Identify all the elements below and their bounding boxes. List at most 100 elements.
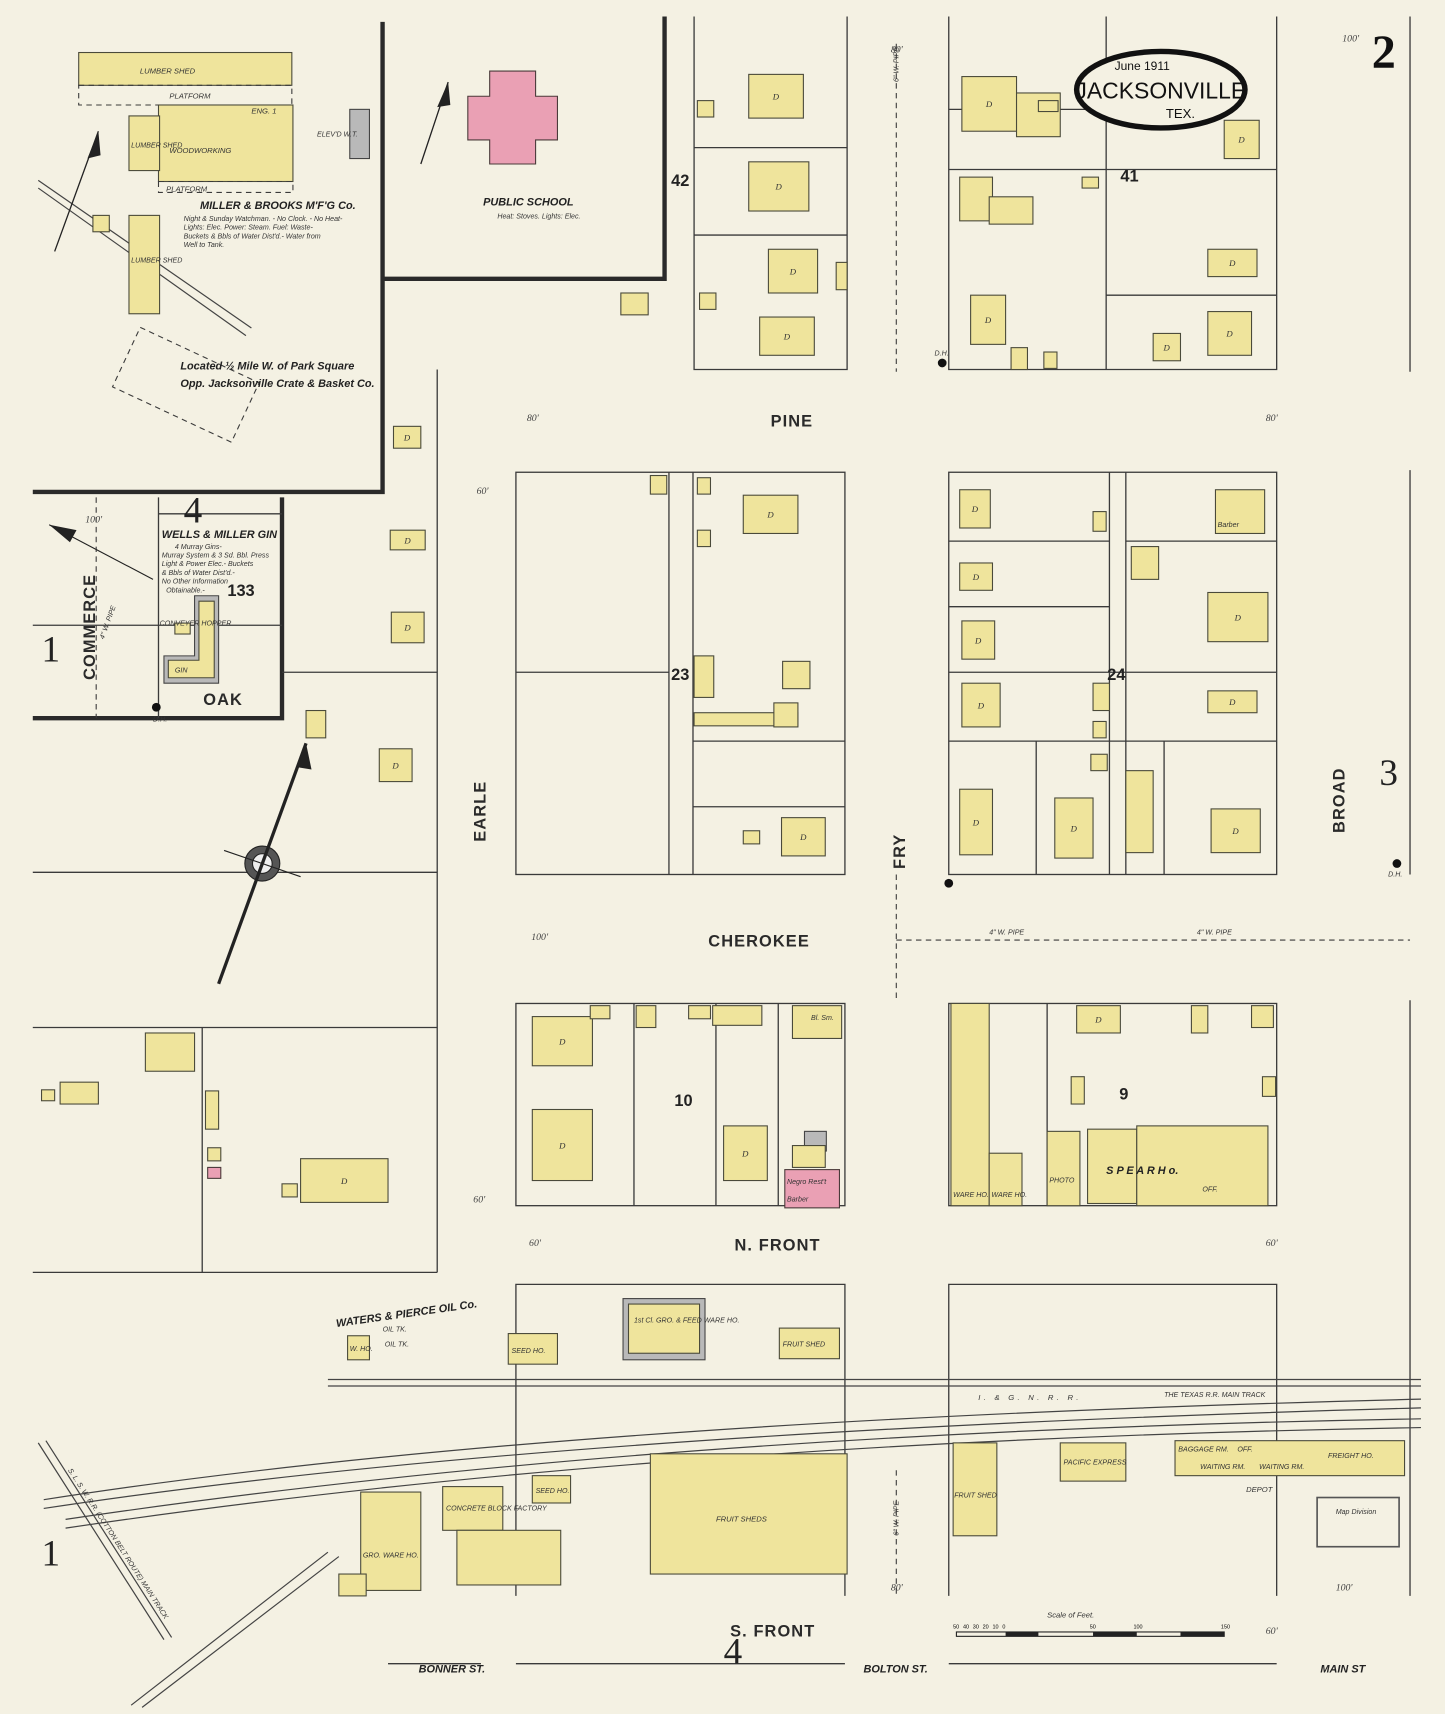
scale-title: Scale of Feet. xyxy=(1047,1611,1094,1620)
building xyxy=(1043,351,1058,369)
six-inch-pipe-label-2: 6" W. PIPE xyxy=(892,1501,900,1536)
building xyxy=(1174,1440,1406,1477)
dwelling-building xyxy=(780,817,826,857)
conveyer-label: CONVEYER HOPPER xyxy=(160,619,232,627)
four-inch-pipe-label: 4" W. PIPE xyxy=(989,929,1024,937)
block-outlines xyxy=(32,16,1278,1665)
dwelling-label: D xyxy=(984,315,992,325)
scale-tick-label: 10 xyxy=(992,1625,998,1631)
building xyxy=(712,1005,763,1026)
building xyxy=(1125,770,1154,854)
miller-brooks-note-2: Lights: Elec. Power: Steam. Fuel: Waste- xyxy=(184,224,314,232)
miller-brooks-note-3: Buckets & Bbls of Water Dist'd.- Water f… xyxy=(184,232,321,240)
dwelling-building xyxy=(392,425,422,449)
wells-miller-name: WELLS & MILLER GIN xyxy=(162,529,278,541)
block-number-9: 9 xyxy=(1119,1086,1128,1104)
dwelling-building xyxy=(959,562,994,591)
texas-railroad-label: THE TEXAS R.R. MAIN TRACK xyxy=(1164,1391,1266,1399)
building xyxy=(696,529,712,548)
dwelling-label: D xyxy=(741,1148,749,1158)
depot-label: DEPOT xyxy=(1246,1485,1274,1494)
building-labels: SEED HO. 1st Cl. GRO. & FEED WARE HO. FR… xyxy=(363,521,1374,1560)
adjoining-sheet-4-bottom[interactable]: 4 xyxy=(724,1632,743,1673)
dwelling-label: D xyxy=(403,433,411,443)
concrete-block-label: CONCRETE BLOCK FACTORY xyxy=(446,1505,548,1513)
dimension-80-c: 80' xyxy=(527,413,540,424)
hydrant-label: D.H. xyxy=(935,349,949,357)
gin-note-2: Murray System & 3 Sd. Bbl. Press xyxy=(162,552,270,560)
sheet-number: 2 xyxy=(1372,26,1396,79)
dwelling-building xyxy=(1207,690,1258,714)
dimension-60-d: 60' xyxy=(1266,1238,1279,1249)
building xyxy=(589,1005,611,1020)
north-arrow-icon xyxy=(48,81,451,580)
warehouse-label-1: WARE HO. xyxy=(953,1191,989,1199)
scale-tick-label: 50 xyxy=(953,1625,959,1631)
dwelling-label: D xyxy=(391,760,399,770)
building xyxy=(1037,100,1059,113)
adjoining-sheet-3[interactable]: 3 xyxy=(1379,753,1398,794)
dwelling-building xyxy=(1210,808,1261,854)
spear-house-label: S P E A R H o. xyxy=(1106,1165,1178,1177)
scale-tick-label: 20 xyxy=(983,1625,989,1631)
dwelling-building xyxy=(767,248,819,294)
ign-railroad-label: I. & G. N. R. R. xyxy=(978,1393,1081,1402)
dwelling-building xyxy=(959,489,991,529)
building xyxy=(1190,1005,1209,1034)
building xyxy=(1092,682,1110,712)
dwelling-building xyxy=(748,161,810,212)
building xyxy=(742,830,761,845)
building xyxy=(688,1005,712,1020)
building xyxy=(1136,1125,1269,1207)
dimension-60: 60' xyxy=(477,486,490,497)
scale-tick-label: 100 xyxy=(1133,1625,1142,1631)
building xyxy=(204,1090,220,1130)
adjoining-sheet-4-top[interactable]: 4 xyxy=(184,491,203,532)
scale-tick-label: 0 xyxy=(1002,1625,1005,1631)
adjoining-sheet-1-bottom[interactable]: 1 xyxy=(42,1533,61,1574)
building xyxy=(1090,753,1108,772)
building xyxy=(1092,511,1107,532)
building xyxy=(791,1005,843,1039)
seed-house-label-2: SEED HO. xyxy=(536,1487,570,1495)
dwelling-label: D xyxy=(403,535,411,545)
building xyxy=(347,1335,370,1361)
building xyxy=(207,1147,222,1162)
blacksmith-label: Bl. Sm. xyxy=(811,1014,834,1022)
building xyxy=(773,702,799,728)
title-date: June 1911 xyxy=(1115,59,1171,73)
fruit-shed-label-2: FRUIT SHED xyxy=(954,1492,997,1500)
wells-miller-gin-building xyxy=(163,595,220,684)
street-n-front: N. FRONT xyxy=(735,1236,821,1254)
street-cherokee: CHEROKEE xyxy=(708,933,810,951)
dimension-60-b: 60' xyxy=(473,1194,486,1205)
barber-label: Barber xyxy=(1218,521,1240,529)
dwelling-label: D xyxy=(1231,826,1239,836)
dwelling-label: D xyxy=(403,623,411,633)
building xyxy=(959,176,994,222)
dwelling-label: D xyxy=(775,182,783,192)
dimension-80-d: 80' xyxy=(1266,413,1279,424)
dwelling-label: D xyxy=(766,510,774,520)
railroad-tracks xyxy=(37,179,1421,1708)
dwelling-building xyxy=(389,529,426,551)
depot-office-label: OFF. xyxy=(1237,1446,1252,1454)
hydrant-label-3: D.H. xyxy=(153,715,167,723)
gin-note-5: No Other Information xyxy=(162,578,228,586)
block-number-24: 24 xyxy=(1107,666,1126,684)
dimension-100-c: 100' xyxy=(85,515,103,526)
dwelling-building xyxy=(961,620,996,660)
key-boundaries xyxy=(32,16,667,721)
adjoining-sheet-1[interactable]: 1 xyxy=(42,629,61,670)
building xyxy=(1092,720,1107,739)
dwelling-label: D xyxy=(1163,342,1171,352)
stamp-text: Map Division xyxy=(1336,1508,1377,1516)
negro-restaurant-barber-building xyxy=(784,1169,841,1209)
dwelling-label: D xyxy=(972,572,980,582)
building xyxy=(952,1442,998,1537)
block-number-42: 42 xyxy=(671,172,689,190)
building xyxy=(1081,176,1100,189)
dwelling-label: D xyxy=(1237,135,1245,145)
dwelling-label: D xyxy=(1234,612,1242,622)
